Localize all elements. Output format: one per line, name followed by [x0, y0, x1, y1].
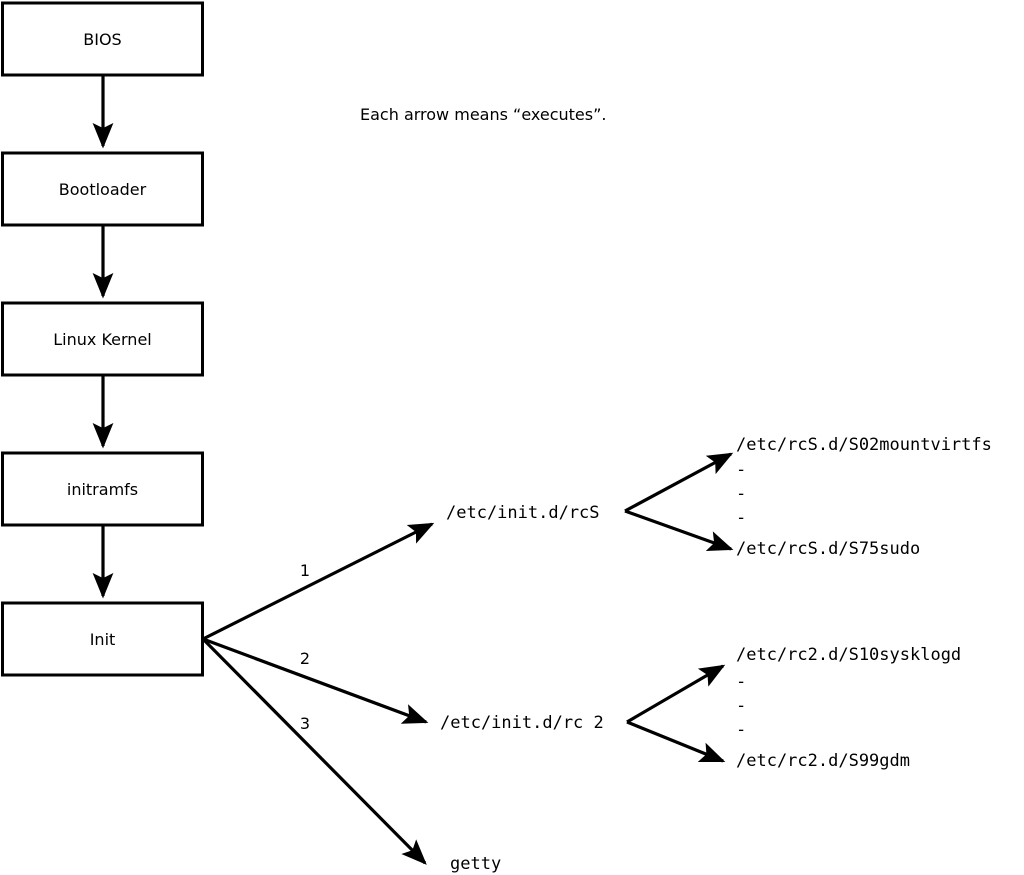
node-rc2-label: /etc/init.d/rc 2: [440, 713, 604, 733]
node-rcs-label: /etc/init.d/rcS: [446, 503, 600, 523]
node-getty-label: getty: [450, 854, 501, 874]
script-rc2-first: /etc/rc2.d/S10sysklogd: [736, 645, 961, 665]
node-bootloader-label: Bootloader: [59, 180, 147, 199]
node-bootloader: Bootloader: [1, 151, 204, 227]
script-rc2-ellipsis-dash-3: -: [736, 720, 746, 740]
edge-init-branch-2: [202, 637, 429, 724]
edge-init-branch-3: [201, 637, 427, 865]
script-rcs-last: /etc/rcS.d/S75sudo: [736, 539, 920, 559]
node-bios-label: BIOS: [83, 30, 121, 49]
script-rcs-ellipsis-dash-1: -: [736, 460, 746, 480]
node-bios: BIOS: [1, 1, 204, 77]
script-rcs-first: /etc/rcS.d/S02mountvirtfs: [736, 435, 992, 455]
node-initramfs-label: initramfs: [67, 480, 138, 499]
edge-rcs-to-last-script: [624, 509, 734, 552]
node-init: Init: [1, 601, 204, 677]
node-linux-kernel-box: [1, 301, 204, 377]
edge-label-branch-2: 2: [300, 649, 310, 668]
node-init-box: [1, 601, 204, 677]
diagram-caption: Each arrow means “executes”.: [360, 105, 606, 124]
script-rcs-ellipsis-dash-2: -: [736, 484, 746, 504]
edge-label-branch-1: 1: [300, 561, 310, 580]
script-rc2-ellipsis-dash-1: -: [736, 672, 746, 692]
edge-label-branch-3: 3: [300, 714, 310, 733]
node-init-label: Init: [90, 630, 116, 649]
edge-rcs-to-first-script: [624, 452, 734, 513]
edge-init-branch-1: [202, 522, 435, 641]
edge-rc2-to-last-script: [626, 720, 726, 763]
node-linux-kernel: Linux Kernel: [1, 301, 204, 377]
edge-rc2-to-first-script: [626, 664, 726, 724]
node-bootloader-box: [1, 151, 204, 227]
node-initramfs: initramfs: [1, 451, 204, 527]
script-rcs-ellipsis-dash-3: -: [736, 508, 746, 528]
script-rc2-ellipsis-dash-2: -: [736, 696, 746, 716]
script-rc2-last: /etc/rc2.d/S99gdm: [736, 751, 910, 771]
node-bios-box: [1, 1, 204, 77]
node-linux-kernel-label: Linux Kernel: [53, 330, 151, 349]
